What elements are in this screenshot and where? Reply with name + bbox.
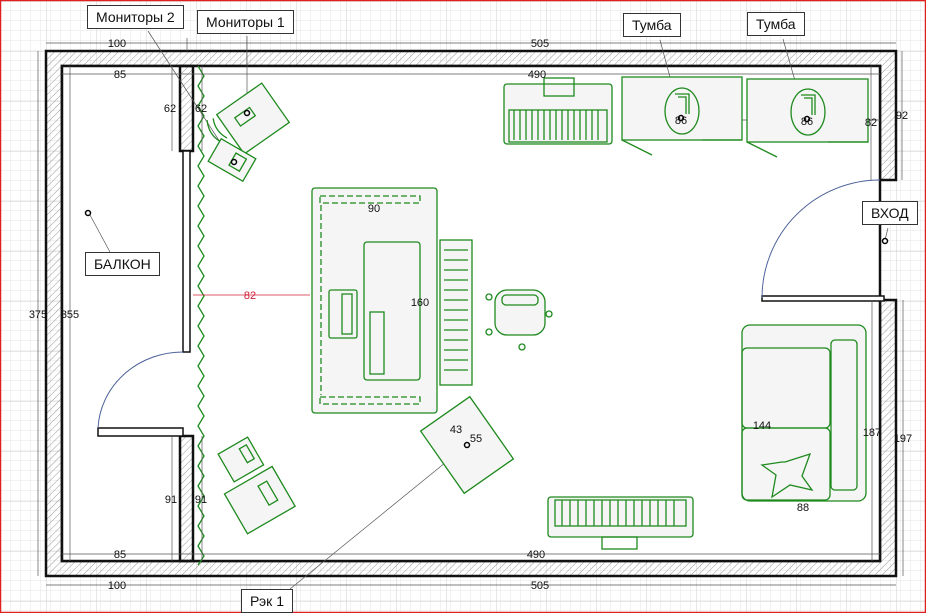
svg-text:92: 92 xyxy=(896,110,908,122)
label-monitors-1[interactable]: Мониторы 1 xyxy=(197,10,294,34)
svg-text:82: 82 xyxy=(865,117,877,129)
svg-text:197: 197 xyxy=(894,433,912,445)
monitor2-marker xyxy=(230,158,238,166)
cabinet-2 xyxy=(746,78,869,158)
midi-keyboard xyxy=(439,239,473,386)
svg-text:43: 43 xyxy=(450,424,462,436)
svg-text:90: 90 xyxy=(368,203,380,215)
entrance-door-leaf xyxy=(761,295,885,302)
digital-piano-top xyxy=(503,77,613,145)
desk xyxy=(311,187,473,414)
partition-wall-lower xyxy=(178,434,195,563)
svg-text:88: 88 xyxy=(797,502,809,514)
balcony-door-leaf xyxy=(97,427,184,437)
svg-text:490: 490 xyxy=(527,549,545,561)
rack-marker xyxy=(463,441,471,449)
svg-text:160: 160 xyxy=(411,297,429,309)
svg-text:85: 85 xyxy=(114,549,126,561)
svg-text:86: 86 xyxy=(801,116,813,128)
svg-text:505: 505 xyxy=(531,580,549,592)
svg-text:85: 85 xyxy=(114,69,126,81)
monitor1-marker xyxy=(243,109,251,117)
label-rack-1[interactable]: Рэк 1 xyxy=(241,589,293,613)
label-cabinet-2[interactable]: Тумба xyxy=(747,12,805,36)
partition-window xyxy=(182,150,191,353)
label-entrance[interactable]: ВХОД xyxy=(862,201,918,225)
svg-text:91: 91 xyxy=(195,494,207,506)
partition-wall-upper xyxy=(178,64,195,153)
digital-piano-bottom xyxy=(547,496,694,550)
svg-text:187: 187 xyxy=(863,427,881,439)
speaker-f xyxy=(223,465,297,535)
svg-text:355: 355 xyxy=(61,309,79,321)
svg-text:144: 144 xyxy=(753,420,771,432)
computer xyxy=(328,289,358,339)
mixer xyxy=(363,241,421,381)
entrance-marker xyxy=(881,237,889,245)
curtain xyxy=(197,65,205,566)
svg-text:86: 86 xyxy=(675,115,687,127)
dimension-lines xyxy=(37,30,904,590)
svg-text:82: 82 xyxy=(244,290,256,302)
entrance-door-arc xyxy=(761,179,881,299)
label-cabinet-1[interactable]: Тумба xyxy=(623,13,681,37)
speaker-b xyxy=(217,436,265,483)
balcony-marker xyxy=(84,209,92,217)
svg-text:55: 55 xyxy=(470,433,482,445)
svg-text:100: 100 xyxy=(108,580,126,592)
svg-text:490: 490 xyxy=(528,69,546,81)
label-balcony[interactable]: БАЛКОН xyxy=(85,252,160,276)
svg-text:62: 62 xyxy=(195,103,207,115)
balcony-door-arc xyxy=(97,351,184,429)
svg-text:505: 505 xyxy=(531,38,549,50)
svg-text:62: 62 xyxy=(164,103,176,115)
cabinet-1 xyxy=(621,76,743,156)
svg-text:375: 375 xyxy=(29,309,47,321)
office-chair xyxy=(485,289,553,351)
sofa xyxy=(741,324,867,502)
svg-text:91: 91 xyxy=(165,494,177,506)
label-monitors-2[interactable]: Мониторы 2 xyxy=(87,5,184,29)
dimension-labels: 100 505 85 490 62 62 92 82 86 86 375 355… xyxy=(29,38,912,592)
svg-text:100: 100 xyxy=(108,38,126,50)
